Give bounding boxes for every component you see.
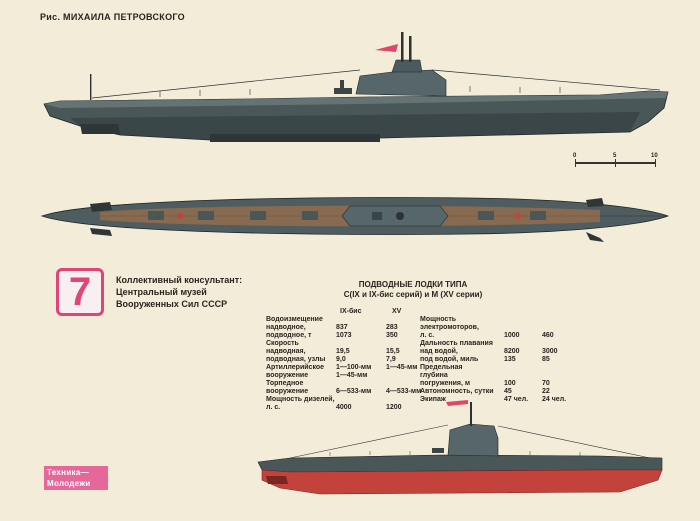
spec-cell-b: 7,9 bbox=[386, 356, 396, 363]
spec-cell-b: 1—45-мм bbox=[386, 364, 418, 371]
spec-cell-label: Мощность bbox=[420, 316, 457, 323]
spec-row: надводное, 837 283 bbox=[266, 324, 416, 332]
spec-cell-a: 1073 bbox=[336, 332, 352, 339]
spec-cell-label: подводная, узлы bbox=[266, 356, 326, 363]
spec-cell-label: погружения, м bbox=[420, 380, 471, 387]
spec-title-line: С(IX и IX-бис серий) и М (XV серии) bbox=[343, 290, 483, 299]
spec-cell-label: электромоторов, bbox=[420, 324, 479, 331]
spec-cell-a: 100 bbox=[504, 380, 516, 387]
spec-row: над водой, 8200 3000 bbox=[420, 348, 570, 356]
spec-cell-label: глубина bbox=[420, 372, 448, 379]
spec-cell-label: над водой, bbox=[420, 348, 458, 355]
spec-cell-label: Водоизмещение bbox=[266, 316, 323, 323]
spec-cell-a: 19,5 bbox=[336, 348, 350, 355]
spec-cell-label: подводное, т bbox=[266, 332, 312, 339]
spec-row: Автономность, сутки 45 22 bbox=[420, 388, 570, 396]
column-ix-bis: IX-бис bbox=[340, 308, 362, 315]
consultant-credit: Коллективный консультант: Центральный му… bbox=[116, 274, 242, 310]
spec-cell-a: 1000 bbox=[504, 332, 520, 339]
spec-row: Артиллерийское 1—100-мм 1—45-мм bbox=[266, 364, 418, 372]
consultant-line: Центральный музей bbox=[116, 287, 207, 297]
spec-cell-a: 1—45-мм bbox=[336, 372, 368, 379]
spec-cell-label: л. с. bbox=[420, 332, 435, 339]
spec-row: глубина bbox=[420, 372, 570, 380]
spec-cell-label: Торпедное bbox=[266, 380, 304, 387]
submarine-c-side-profile bbox=[43, 32, 669, 142]
spec-cell-label: л. с. bbox=[266, 404, 281, 411]
scale-label-5: 5 bbox=[613, 153, 617, 159]
spec-cell-b: 1200 bbox=[386, 404, 402, 411]
spec-cell-label: Предельная bbox=[420, 364, 463, 371]
spec-cell-b: 350 bbox=[386, 332, 398, 339]
spec-cell-a: 1—100-мм bbox=[336, 364, 372, 371]
submarine-c-top-view bbox=[40, 197, 670, 242]
scale-label-10: 10 bbox=[651, 153, 658, 159]
spec-cell-b: 3000 bbox=[542, 348, 558, 355]
spec-cell-label: надводная, bbox=[266, 348, 306, 355]
consultant-line: Вооруженных Сил СССР bbox=[116, 299, 228, 309]
spec-cell-label: Скорость bbox=[266, 340, 299, 347]
spec-cell-label: надводное, bbox=[266, 324, 306, 331]
spec-row: вооружение 6—533-мм 4—533-мм bbox=[266, 388, 421, 396]
spec-cell-a: 135 bbox=[504, 356, 516, 363]
spec-row: Дальность плавания bbox=[420, 340, 570, 348]
spec-cell-label: Дальность плавания bbox=[420, 340, 493, 347]
spec-row: электромоторов, bbox=[420, 324, 570, 332]
spec-row: Мощность bbox=[420, 316, 570, 324]
spec-table-title: ПОДВОДНЫЕ ЛОДКИ ТИПА С(IX и IX-бис серий… bbox=[268, 280, 558, 300]
spec-row: Водоизмещение bbox=[266, 316, 416, 324]
spec-cell-label: Артиллерийское bbox=[266, 364, 325, 371]
spec-cell-label: Автономность, сутки bbox=[420, 388, 494, 395]
spec-row: Мощность дизелей, bbox=[266, 396, 416, 404]
spec-cell-b: 70 bbox=[542, 380, 550, 387]
spec-cell-b: 24 чел. bbox=[542, 396, 567, 403]
spec-row: надводная, 19,5 15,5 bbox=[266, 348, 416, 356]
spec-row: подводное, т 1073 350 bbox=[266, 332, 416, 340]
spec-cell-a: 9,0 bbox=[336, 356, 346, 363]
submarine-m-side-profile bbox=[257, 400, 663, 495]
spec-cell-a: 8200 bbox=[504, 348, 520, 355]
spec-cell-a: 837 bbox=[336, 324, 348, 331]
spec-row: Скорость bbox=[266, 340, 416, 348]
spec-table-left: Водоизмещение надводное, 837 283 подводное… bbox=[266, 316, 421, 412]
spec-cell-a: 4000 bbox=[336, 404, 352, 411]
spec-row: погружения, м 100 70 bbox=[420, 380, 570, 388]
logo-line: Техника— bbox=[47, 468, 89, 477]
spec-title-line: ПОДВОДНЫЕ ЛОДКИ ТИПА bbox=[358, 280, 468, 289]
spec-cell-b: 4—533-мм bbox=[386, 388, 422, 395]
spec-column-header: IX-бис XV bbox=[340, 308, 440, 316]
spec-cell-a: 6—533-мм bbox=[336, 388, 372, 395]
magazine-logo: Техника— Молодежи bbox=[44, 466, 108, 490]
illustrator-credit: Рис. МИХАИЛА ПЕТРОВСКОГО bbox=[40, 12, 185, 22]
spec-cell-label: вооружение bbox=[266, 372, 309, 379]
scale-label-0: 0 bbox=[573, 153, 577, 159]
spec-cell-label: Экипаж bbox=[420, 396, 446, 403]
scale-bar: 0 5 10 bbox=[573, 153, 660, 170]
spec-row: Торпедное bbox=[266, 380, 416, 388]
spec-row: под водой, миль 135 85 bbox=[420, 356, 570, 364]
spec-row: Экипаж 47 чел. 24 чел. bbox=[420, 396, 570, 404]
spec-cell-label: Мощность дизелей, bbox=[266, 396, 335, 403]
spec-cell-label: вооружение bbox=[266, 388, 309, 395]
spec-row: вооружение 1—45-мм bbox=[266, 372, 416, 380]
consultant-line: Коллективный консультант: bbox=[116, 275, 243, 285]
spec-cell-b: 15,5 bbox=[386, 348, 400, 355]
spec-cell-b: 22 bbox=[542, 388, 550, 395]
spec-row: л. с. 4000 1200 bbox=[266, 404, 416, 412]
spec-cell-b: 283 bbox=[386, 324, 398, 331]
spec-cell-a: 45 bbox=[504, 388, 512, 395]
spec-cell-label: под водой, миль bbox=[420, 356, 479, 363]
spec-row: Предельная bbox=[420, 364, 570, 372]
spec-cell-b: 460 bbox=[542, 332, 554, 339]
spec-cell-b: 85 bbox=[542, 356, 550, 363]
spec-cell-a: 47 чел. bbox=[504, 396, 529, 403]
column-xv: XV bbox=[392, 308, 402, 315]
issue-number-badge: 7 bbox=[56, 268, 104, 316]
spec-row: л. с. 1000 460 bbox=[420, 332, 570, 340]
spec-row: подводная, узлы 9,0 7,9 bbox=[266, 356, 416, 364]
logo-line: Молодежи bbox=[47, 479, 91, 488]
